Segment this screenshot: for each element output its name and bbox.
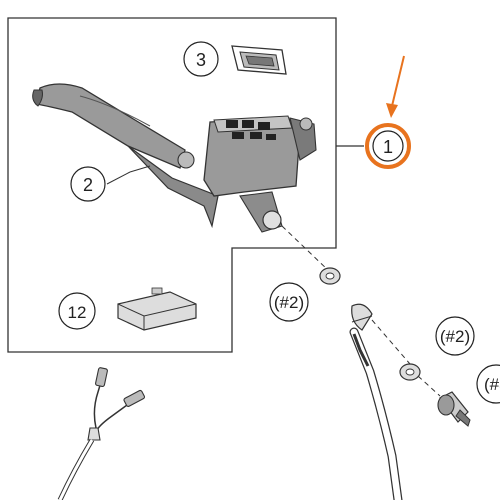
assembly-frame (7, 17, 337, 353)
callout-2[interactable]: 2 (70, 166, 106, 202)
callout-1-label: 1 (383, 137, 393, 157)
callout-3[interactable]: 3 (183, 41, 219, 77)
axis-line-3 (417, 375, 441, 397)
leader-line-2 (106, 171, 131, 185)
gasket-icon (231, 45, 287, 75)
connector-icon (117, 287, 197, 331)
callout-hash3[interactable]: (#3 (476, 364, 500, 404)
callout-12[interactable]: 12 (58, 292, 96, 330)
master-cylinder-icon (203, 115, 317, 233)
callout-hash2-a[interactable]: (#2) (269, 282, 309, 322)
callout-hash2-b[interactable]: (#2) (435, 316, 475, 356)
arrow-icon (386, 55, 405, 118)
callout-hash3-label: (#3 (484, 375, 500, 394)
banjo-bolt-icon (437, 391, 471, 427)
leader-line-2b (129, 165, 151, 173)
callout-2-label: 2 (83, 175, 93, 195)
callout-hash2-b-label: (#2) (440, 327, 470, 346)
washer-icon (399, 363, 421, 381)
axis-line-2 (371, 319, 411, 365)
hose-icon (349, 303, 403, 500)
callout-12-label: 12 (68, 303, 87, 322)
callout-1[interactable]: 1 (365, 123, 411, 169)
callout-hash2-a-label: (#2) (274, 293, 304, 312)
axis-line (281, 225, 331, 273)
callout-3-label: 3 (196, 50, 206, 70)
washer-icon (319, 267, 341, 285)
brake-lever-icon (32, 83, 219, 229)
wiring-switch-icon (57, 367, 146, 500)
